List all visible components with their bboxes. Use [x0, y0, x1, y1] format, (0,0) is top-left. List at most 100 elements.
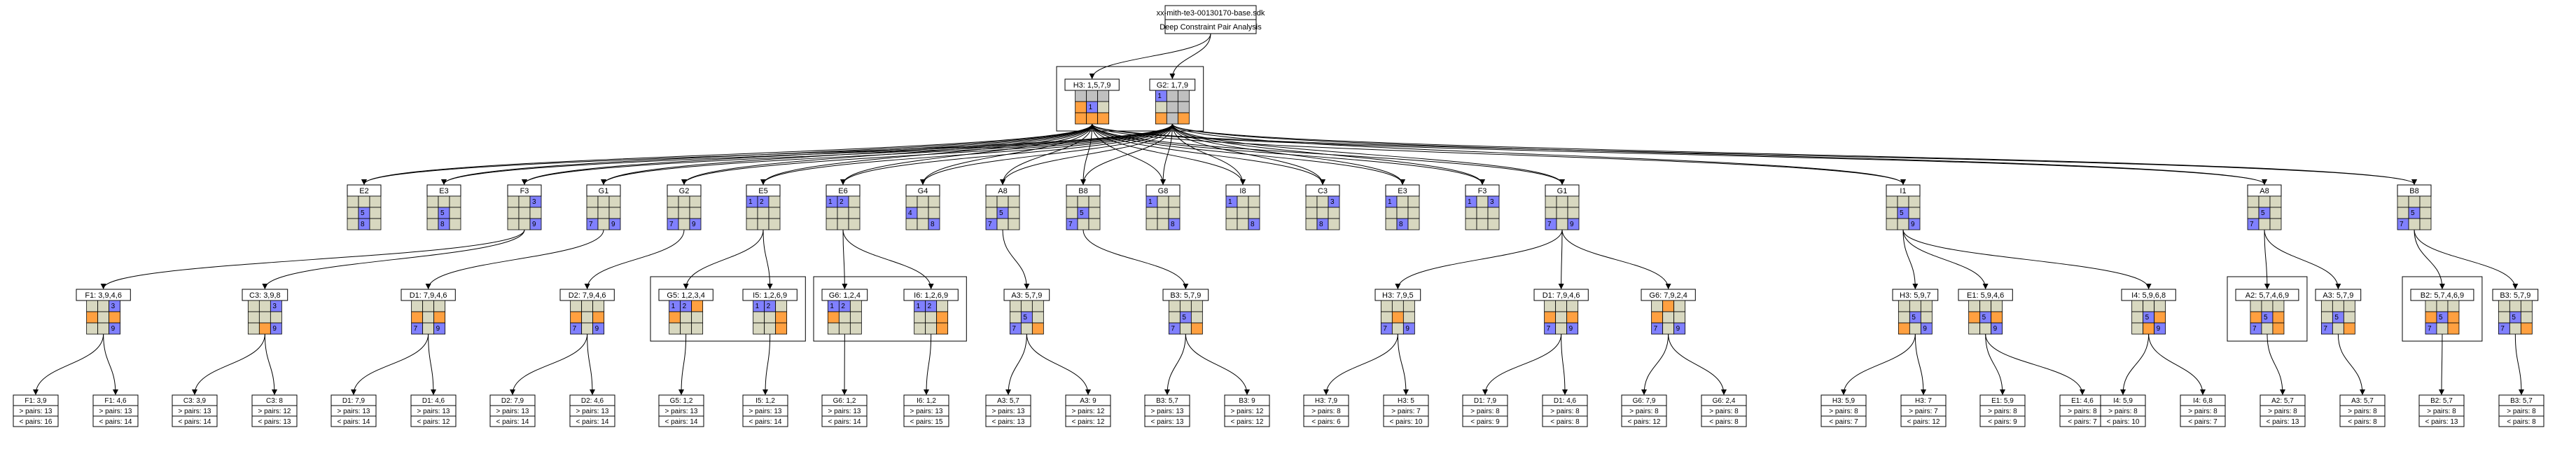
cell-digit: 3: [1490, 198, 1494, 206]
grid-cell: [1146, 207, 1158, 219]
leaf-L_H3_59: H3: 5,9> pairs: 8< pairs: 7: [1820, 394, 1867, 427]
cell-digit: 9: [1676, 325, 1680, 333]
grid-cell: [838, 322, 851, 335]
grid-cell: [1077, 195, 1089, 208]
leaf-stat: < pairs: 12: [1907, 418, 1940, 426]
grid-cell: [768, 207, 781, 219]
grid-cell: [1662, 311, 1675, 324]
grid-cell: [928, 195, 940, 208]
grid-cell: [1920, 311, 1933, 324]
leaf-stat: < pairs: 7: [1829, 418, 1858, 426]
grid-cell: [507, 195, 520, 208]
grid-cell: [691, 311, 704, 324]
leaf-title: E1: 5,9: [1991, 397, 2014, 405]
root-title: xx-mith-te3-00130170-base.sdk: [1157, 9, 1265, 18]
leaf-stat: < pairs: 13: [2425, 418, 2458, 426]
grid-cell: [768, 218, 781, 230]
edge-G2b-D2: [584, 229, 685, 289]
grid-cell: [1168, 195, 1181, 208]
grid-cell: [586, 207, 599, 219]
grid-cell: [1008, 195, 1020, 208]
grid-cell: [827, 311, 840, 324]
cell-digit: 1: [671, 303, 676, 310]
grid-cell: [2247, 207, 2260, 219]
grid-cell: [1465, 218, 1477, 230]
cell-digit: 9: [1570, 221, 1574, 228]
edge-G6b-L_G6_24: [1668, 333, 1727, 395]
grid-cell: [1009, 311, 1022, 324]
leaf-L_B2_57: B2: 5,7> pairs: 8< pairs: 13: [2418, 394, 2465, 427]
grid-cell: [1909, 322, 1921, 335]
grid-cell: [2520, 311, 2533, 324]
grid-cell: [2154, 322, 2166, 335]
cell-digit: 7: [1171, 325, 1175, 333]
cell-digit: 7: [573, 325, 577, 333]
node-B3b: B3: 5,7,975: [2492, 289, 2539, 335]
grid-cell: [518, 195, 531, 208]
grid-cell: [518, 207, 531, 219]
cell-digit: 5: [1900, 209, 1904, 217]
leaf-stat: < pairs: 14: [337, 418, 370, 426]
edge-E6-G6: [842, 229, 848, 289]
grid-cell: [1673, 322, 1686, 335]
edge-F3a-F1: [100, 229, 525, 289]
leaf-stat: > pairs: 8: [1550, 408, 1580, 415]
edge-I1-H3c: [1902, 229, 1919, 289]
edge-G2_top-E3a: [441, 123, 1173, 185]
grid-cell: [433, 322, 446, 335]
grid-cell: [2258, 195, 2271, 208]
grid-cell: [86, 322, 99, 335]
grid-cell: [1407, 218, 1420, 230]
leaf-stat: > pairs: 13: [576, 408, 609, 415]
grid-cell: [1190, 311, 1203, 324]
edge-G2_top-G2b: [681, 123, 1173, 185]
grid-cell: [592, 300, 605, 312]
leaf-L_B3_57: B3: 5,7> pairs: 13< pairs: 13: [1144, 394, 1190, 427]
cell-digit: 7: [1547, 221, 1552, 228]
grid-cell: [1020, 322, 1033, 335]
grid-cell: [86, 311, 99, 324]
grid-cell: [2509, 300, 2521, 312]
grid-cell: [689, 218, 702, 230]
grid-cell: [1328, 218, 1340, 230]
grid-cell: [608, 207, 621, 219]
grid-cell: [849, 300, 862, 312]
leaf-title: D1: 7,9: [1474, 397, 1497, 405]
cell-digit: 5: [2145, 314, 2150, 322]
grid-cell: [1908, 195, 1921, 208]
grid-cell: [2272, 322, 2285, 335]
leaf-stat: < pairs: 14: [179, 418, 211, 426]
grid-cell: [2397, 207, 2409, 219]
leaf-L_G5_12: G5: 1,2> pairs: 13< pairs: 14: [658, 394, 704, 427]
grid-cell: [1088, 195, 1101, 208]
grid-cell: [507, 218, 520, 230]
leaf-stat: > pairs: 13: [749, 408, 782, 415]
node-title: E2: [359, 187, 368, 195]
grid-cell: [1008, 218, 1020, 230]
grid-cell: [2258, 218, 2271, 230]
leaf-stat: > pairs: 8: [2108, 408, 2138, 415]
grid-cell: [592, 311, 605, 324]
grid-cell: [2154, 311, 2166, 324]
grid-cell: [258, 322, 271, 335]
grid-cell: [1407, 195, 1420, 208]
grid-cell: [1908, 207, 1921, 219]
grid-cell: [826, 207, 838, 219]
leaf-L_G6_24: G6: 2,4> pairs: 8< pairs: 8: [1701, 394, 1747, 427]
leaf-title: D2: 4,6: [581, 397, 604, 405]
grid-cell: [1908, 218, 1921, 230]
node-title: E1: 5,9,4,6: [1967, 291, 2004, 300]
grid-cell: [2320, 311, 2333, 324]
edge-G5-L_G5_12: [678, 333, 687, 395]
grid-cell: [1465, 207, 1477, 219]
grid-cell: [1066, 207, 1078, 219]
leaf-title: A3: 9: [1080, 397, 1096, 405]
node-title: F3: [1478, 187, 1487, 195]
